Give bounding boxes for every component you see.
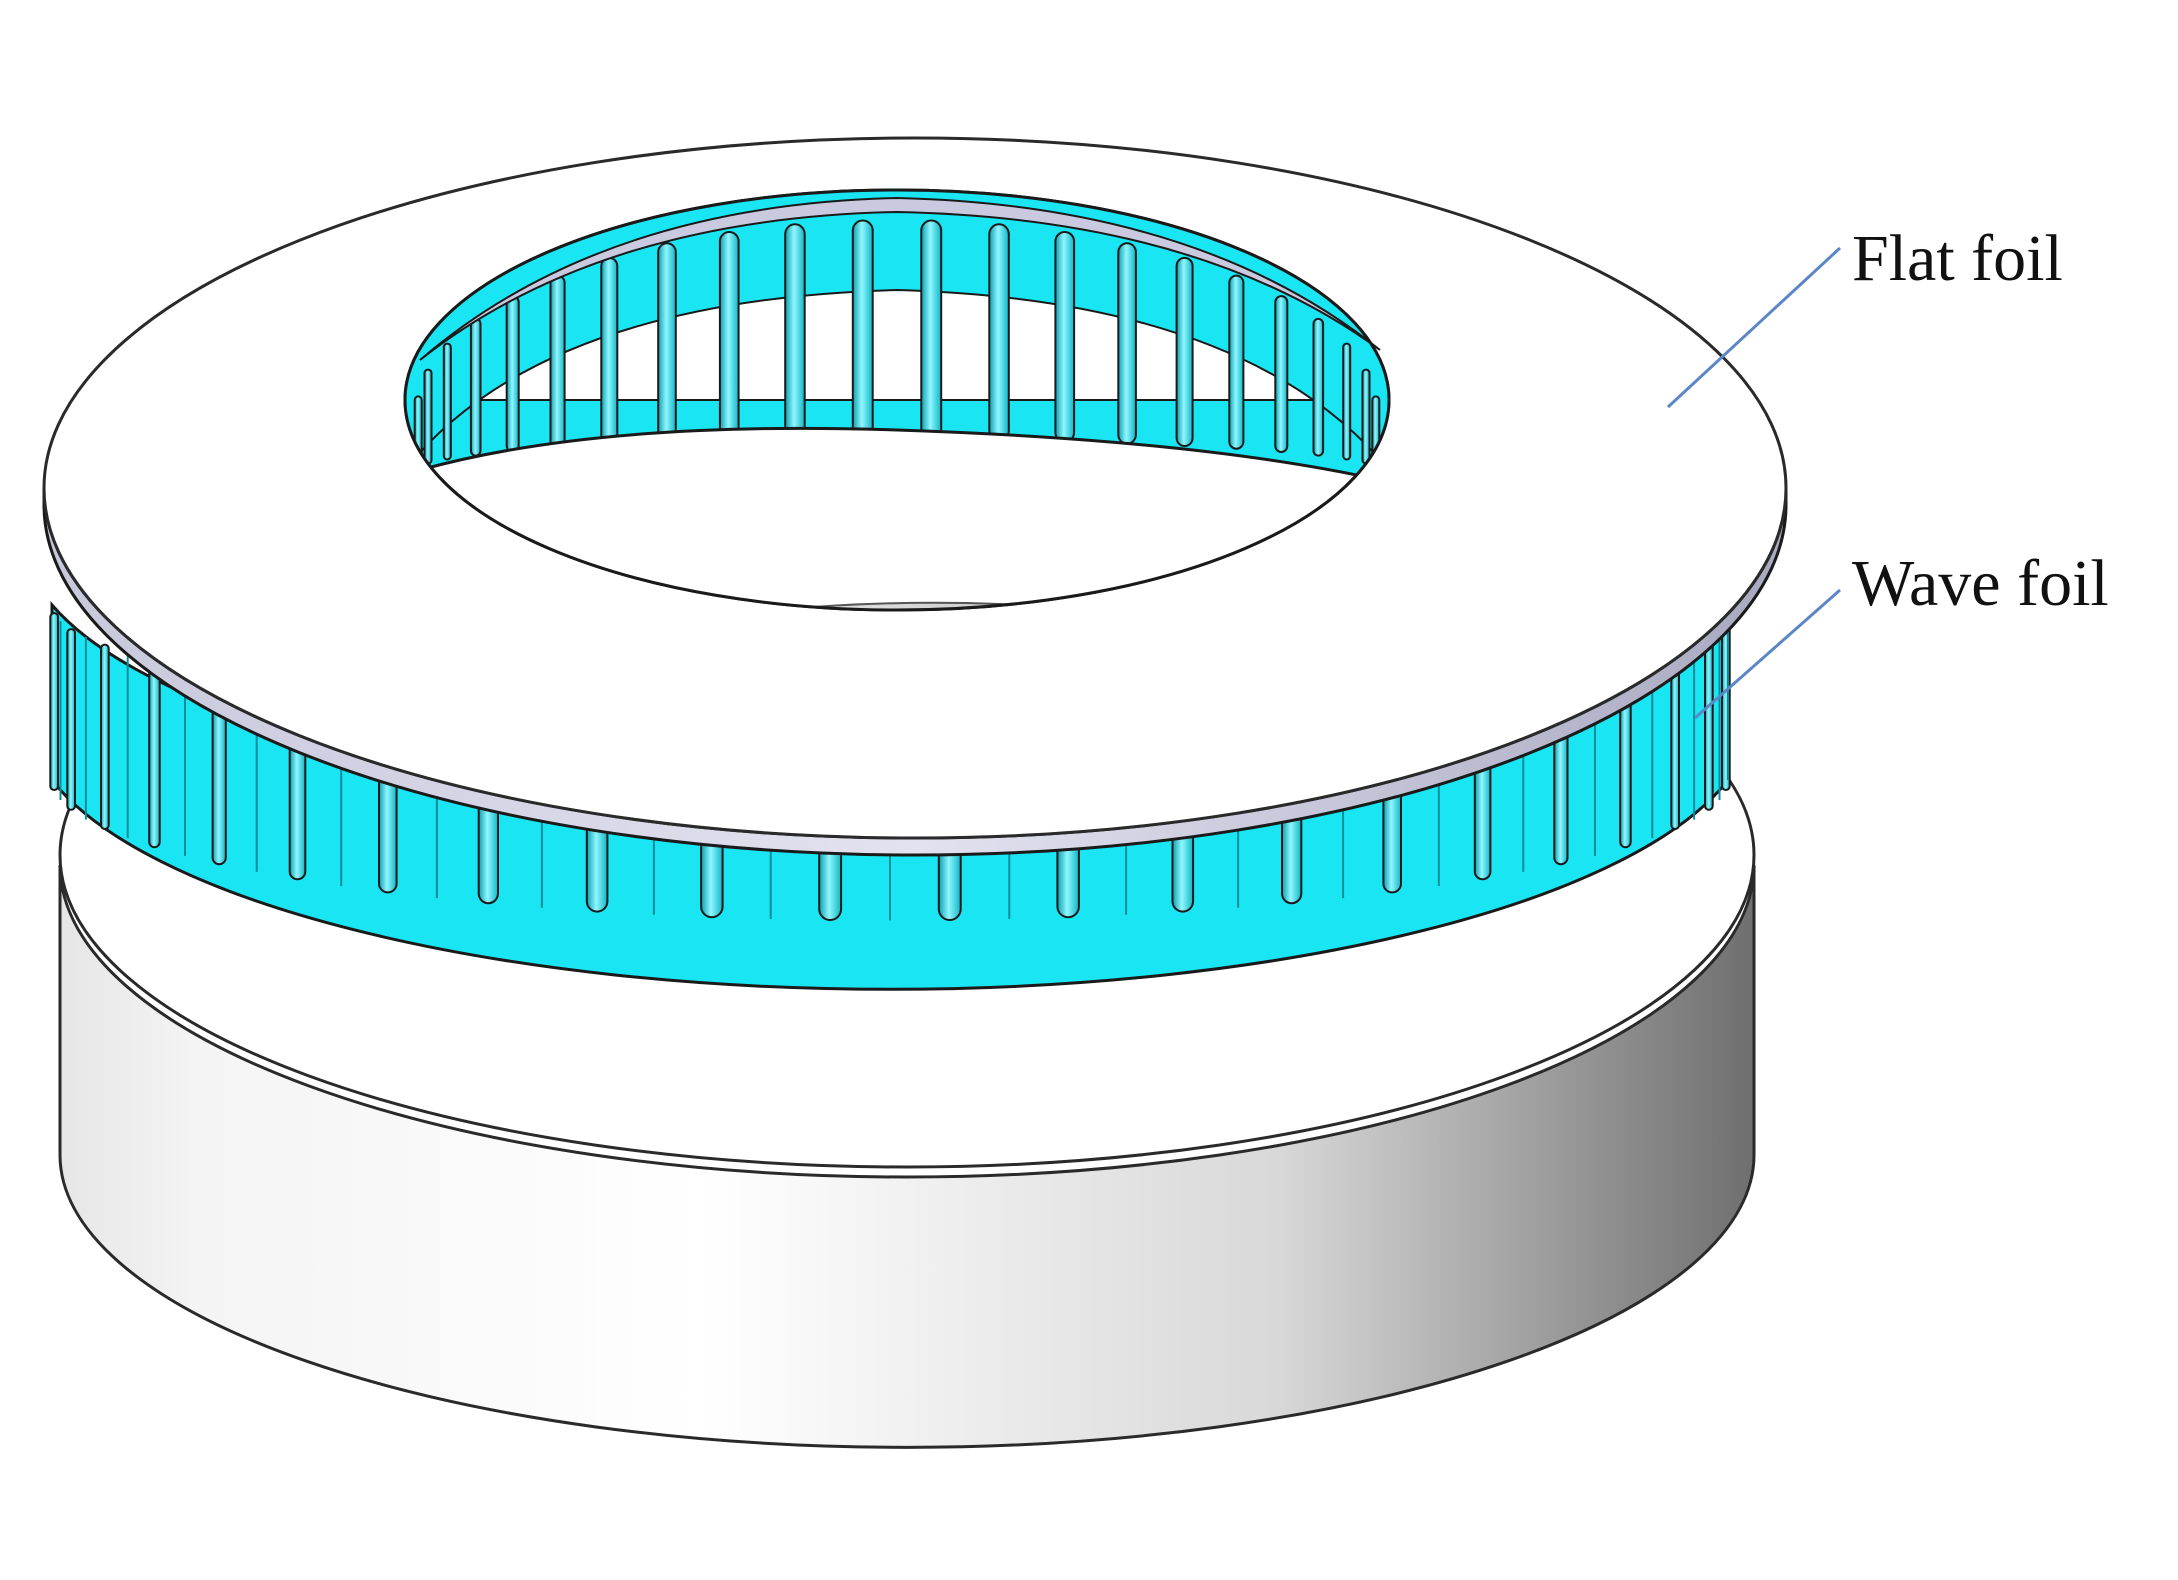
label-flat-foil-text: Flat foil [1852,222,2063,295]
label-flat-foil: Flat foil [1666,222,2063,409]
wave-foil-bump [100,643,110,830]
label-wave-foil-text: Wave foil [1852,547,2109,620]
wave-foil-inner-bump [469,317,482,457]
flat-foil-disk [42,136,1788,857]
wave-foil-inner-bump [988,223,1010,442]
wave-foil-inner-bump [1228,274,1245,450]
wave-foil-inner-bump [423,368,433,465]
wave-foil-inner-bump [1361,368,1371,465]
wave-foil-inner-bump [505,295,520,453]
wave-foil-inner-bump [549,274,566,450]
flat-foil-inner-rim [419,196,1381,361]
leader-line-flat-foil [1666,246,1842,409]
wave-foil-inner-bump [784,223,806,442]
wave-foil-inner-bumps [413,219,1381,469]
wave-foil-bump [148,658,161,849]
wave-foil-inner-bump [657,242,677,445]
leader-line-wave-foil [1694,588,1841,720]
wave-foil-bump [66,628,77,811]
wave-foil-inner-bump [1274,295,1289,453]
wave-foil-inner-bump [1054,231,1076,443]
wave-foil-bump [1704,628,1714,811]
wave-foil-inner-bump [1117,242,1137,445]
flat-foil-inner-hole-edge [403,188,1391,612]
wave-foil-inner-bump [600,256,619,447]
wave-foil-inner-bump [442,342,452,461]
wave-foil-inner-bump [718,231,740,443]
wave-foil-inner-bump [920,219,943,442]
wave-foil-inner-bump [1312,317,1325,457]
wave-foil-inner-bump [1175,256,1194,447]
wave-foil-inner-bump [1342,342,1352,461]
base-housing-side [58,864,1756,1449]
wave-foil-inner-bump [851,219,874,442]
label-wave-foil: Wave foil [1694,547,2109,720]
wave-foil-bump [49,612,59,791]
